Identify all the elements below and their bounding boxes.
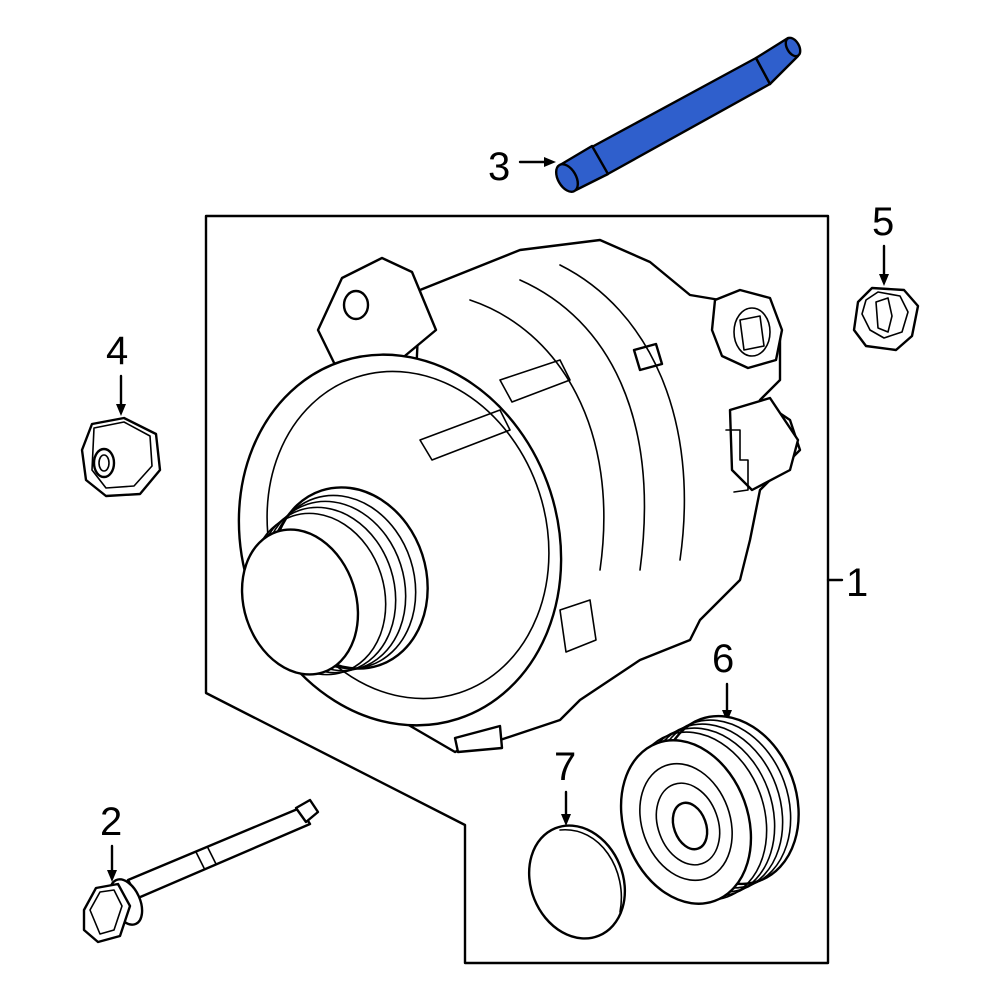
housing-rib-3 (559, 264, 686, 561)
nut-left-part[interactable] (80, 416, 162, 498)
housing-vent-3 (559, 599, 597, 653)
alt-pulley-face (240, 528, 360, 676)
stud-front-cap (784, 36, 802, 58)
pulley-ring-1 (639, 762, 733, 882)
stud-body (588, 56, 772, 177)
nut-left-hex (91, 421, 153, 489)
connector-plug-face (733, 307, 771, 357)
pulley-ring-2 (655, 782, 721, 866)
bolt-thread-1 (195, 851, 205, 869)
bolt-shaft (126, 806, 312, 900)
connector-side-slot (725, 429, 749, 493)
callout-4-label: 4 (106, 329, 128, 373)
pulley-hub (671, 801, 709, 851)
nut-left-hole (92, 447, 116, 479)
callout-2-label: 2 (100, 800, 122, 844)
connector-plug (710, 288, 784, 370)
connector-plug-tab (739, 315, 765, 351)
connector-side (728, 396, 800, 492)
mounting-ear-hole (342, 289, 370, 321)
callout-7-arrow (561, 814, 571, 826)
bolt-thread-2 (207, 847, 217, 865)
nut-left-hole-inner (98, 454, 110, 472)
assembly-boundary (204, 214, 830, 965)
callout-1-label: 1 (846, 561, 868, 605)
bolt-shaft-tip (294, 798, 320, 824)
housing-vent-1 (499, 359, 571, 403)
terminal-stud (632, 342, 664, 372)
cap-rim (559, 829, 623, 913)
nut-right-bolt-head (875, 297, 893, 333)
callout-5-label: 5 (872, 200, 894, 244)
nut-right-hex (861, 291, 909, 339)
alternator-foot (453, 724, 504, 754)
nut-right-part[interactable] (852, 286, 920, 352)
callout-6-label: 6 (712, 637, 734, 681)
housing-rib-1 (469, 299, 605, 571)
alternator-part[interactable] (192, 238, 802, 768)
cap-part[interactable] (513, 811, 642, 953)
callout-7-label: 7 (554, 745, 576, 789)
nut-right-body (852, 286, 920, 352)
callout-5-arrow (879, 274, 889, 286)
callout-3-label: 3 (488, 145, 510, 189)
stud-part[interactable] (552, 35, 803, 195)
callout-4-arrow (116, 404, 126, 416)
cap-body (527, 824, 627, 940)
pulley-part[interactable] (599, 697, 821, 923)
callout-2-arrow (107, 870, 117, 882)
housing-rib-2 (519, 279, 646, 571)
housing-vent-2 (419, 409, 511, 461)
stud-hex-face (554, 163, 580, 193)
bolt-part[interactable] (82, 798, 320, 944)
callout-3-arrow (544, 157, 556, 167)
bolt-head-face (89, 889, 123, 935)
